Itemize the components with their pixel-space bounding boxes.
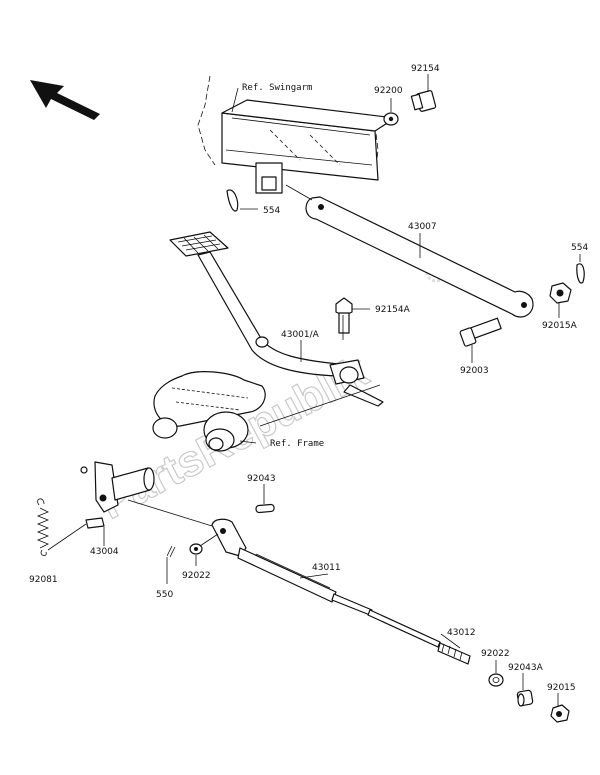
part-label-554-right[interactable]: 554 — [571, 243, 588, 253]
cotter-pin-550-part — [166, 545, 176, 558]
washer-92022-right-part — [488, 673, 504, 687]
pin-92043-part — [255, 503, 275, 514]
bolt-92154-part — [410, 90, 437, 112]
part-label-92015A[interactable]: 92015A — [542, 321, 578, 331]
part-label-92022-left[interactable]: 92022 — [182, 571, 211, 581]
part-label-43001A[interactable]: 43001/A — [281, 330, 320, 340]
leader-lines — [47, 74, 581, 706]
part-label-92154[interactable]: 92154 — [411, 64, 440, 74]
part-label-43011[interactable]: 43011 — [312, 563, 341, 573]
part-label-92043A[interactable]: 92043A — [508, 663, 544, 673]
swingarm-reference-part — [197, 75, 396, 194]
part-label-92200[interactable]: 92200 — [374, 86, 403, 96]
bolt-92003-part — [459, 317, 502, 347]
nut-92015A-part — [549, 282, 572, 304]
nut-92015-part — [550, 704, 570, 723]
cotter-pin-554-right-part — [576, 263, 585, 284]
part-label-92043[interactable]: 92043 — [247, 474, 276, 484]
part-label-43004[interactable]: 43004 — [90, 547, 119, 557]
assembly-lines — [127, 184, 381, 547]
front-direction-arrow-icon — [30, 80, 100, 120]
part-label-92154A[interactable]: 92154A — [375, 305, 411, 315]
part-label-554-top[interactable]: 554 — [263, 206, 280, 216]
ref-frame-label: Ref. Frame — [270, 439, 324, 449]
threaded-rod-43012-part — [437, 642, 471, 665]
part-label-92003[interactable]: 92003 — [460, 366, 489, 376]
washer-92022-left-part — [189, 543, 203, 555]
washer-92200-part — [383, 112, 399, 126]
tension-rod-43007-part — [305, 196, 534, 318]
part-label-550[interactable]: 550 — [156, 590, 173, 600]
cotter-pin-554-top-part — [226, 189, 239, 212]
part-label-92015[interactable]: 92015 — [547, 683, 576, 693]
frame-reference-part — [152, 371, 266, 452]
part-label-43012[interactable]: 43012 — [447, 628, 476, 638]
part-label-92081[interactable]: 92081 — [29, 575, 58, 585]
brake-rod-43011-part — [211, 518, 441, 648]
part-label-43007[interactable]: 43007 — [408, 222, 437, 232]
ref-swingarm-label: Ref. Swingarm — [242, 83, 312, 93]
brake-pedal-43001A-part — [169, 231, 384, 407]
bolt-92154A-part — [335, 297, 353, 334]
pin-92043A-part — [516, 689, 534, 707]
part-label-92022-right[interactable]: 92022 — [481, 649, 510, 659]
lever-43004-part — [80, 461, 155, 529]
spring-92081-part — [36, 498, 50, 556]
